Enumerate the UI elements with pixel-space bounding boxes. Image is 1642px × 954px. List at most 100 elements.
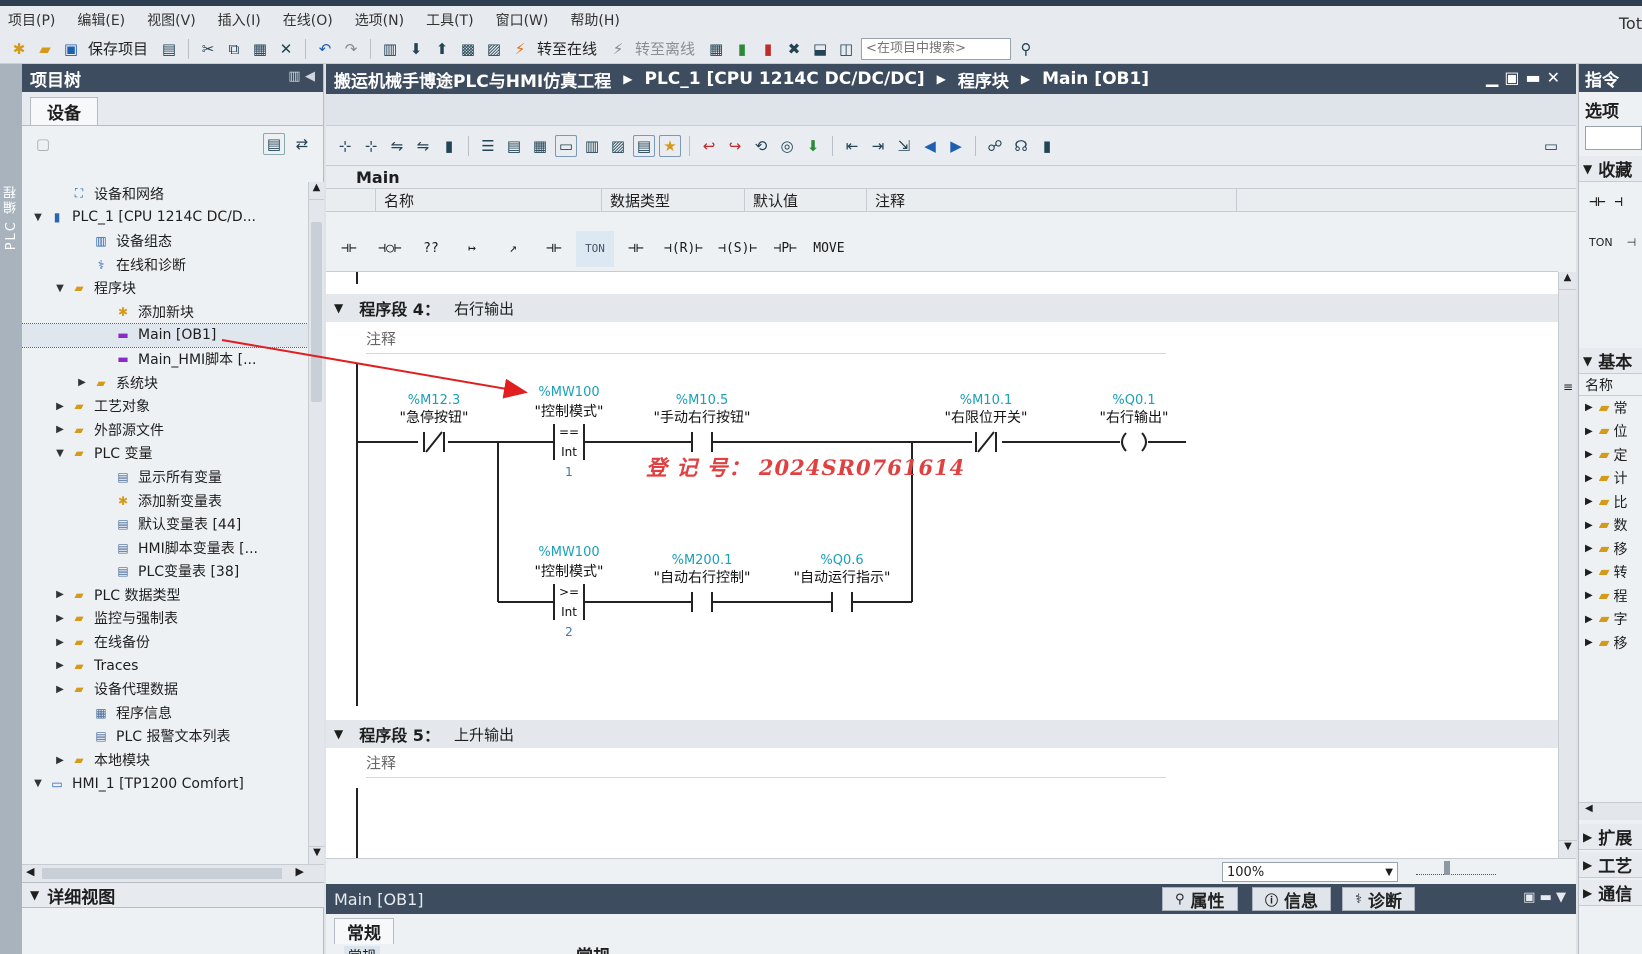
instruction-folder[interactable]: ▶▰位 xyxy=(1579,420,1642,444)
tree-item[interactable]: ▤PLC变量表 [38] xyxy=(22,560,308,584)
favorite-instruction[interactable]: ⊣○⊢ xyxy=(378,241,402,256)
stop-simulation-icon[interactable]: ▨ xyxy=(486,39,502,58)
close-all-networks-icon[interactable]: ▤ xyxy=(506,136,522,155)
instruction-folder[interactable]: ▶▰移 xyxy=(1579,537,1642,561)
split-vertical-icon[interactable]: ◫ xyxy=(838,39,854,58)
tree-item[interactable]: ✱添加新块 xyxy=(22,300,308,324)
basic-section-header[interactable]: ▼ 基本 xyxy=(1579,348,1642,374)
chevron-down-icon[interactable]: ▼ xyxy=(334,727,344,741)
menu-tools[interactable]: 工具(T) xyxy=(426,13,474,29)
scroll-thumb[interactable] xyxy=(311,222,322,402)
open-all-networks-icon[interactable]: ☰ xyxy=(481,136,495,155)
breadcrumb-project[interactable]: 搬运机械手博途PLC与HMI仿真工程 xyxy=(334,71,612,92)
collapsed-arrow-icon[interactable]: ▶ xyxy=(56,754,64,766)
menu-edit[interactable]: 编辑(E) xyxy=(77,13,126,29)
delete-network-icon[interactable]: ⊹ xyxy=(364,136,378,155)
scroll-left-icon[interactable]: ◀ xyxy=(26,865,35,878)
network-4-name[interactable]: 右行输出 xyxy=(453,299,514,318)
tree-item[interactable]: ▤HMI脚本变量表 [... xyxy=(22,536,308,560)
breadcrumb-main-ob1[interactable]: Main [OB1] xyxy=(1042,69,1150,89)
scroll-up-icon[interactable]: ▲ xyxy=(1559,272,1576,290)
window-controls[interactable]: ▁▣▬✕ xyxy=(1486,68,1566,87)
tree-item[interactable]: ▶▰工艺对象 xyxy=(22,394,308,418)
favorite-instruction[interactable]: ⊣⊢ xyxy=(341,241,357,256)
favorite-instruction[interactable]: ⊣⊢ xyxy=(628,241,644,256)
new-project-icon[interactable]: ✱ xyxy=(12,39,26,58)
favorites-toggle-icon[interactable]: ▤ xyxy=(633,134,655,157)
load-snapshot-icon[interactable]: ⬇ xyxy=(806,136,820,155)
network-4-header[interactable]: ▼ 程序段 4： 右行输出 xyxy=(326,294,1558,322)
expanded-arrow-icon[interactable]: ▼ xyxy=(34,211,42,223)
project-search-input[interactable] xyxy=(861,37,1012,60)
tree-item[interactable]: ▶▰系统块 xyxy=(22,371,308,395)
iface-col-default[interactable]: 默认值 xyxy=(745,189,867,211)
save-project-button[interactable]: 保存项目 xyxy=(88,40,149,58)
tree-item[interactable]: ▼▰PLC 变量 xyxy=(22,442,308,466)
favorite-instruction[interactable]: TON xyxy=(576,230,614,267)
previous-bookmark-icon[interactable]: ◀ xyxy=(924,136,936,155)
tab-general[interactable]: 常规 xyxy=(334,918,394,944)
accessible-devices-icon[interactable]: ▦ xyxy=(708,39,724,58)
favorite-ton-instr[interactable]: TON⊣ xyxy=(1579,222,1642,262)
network-5-comment[interactable]: 注释 xyxy=(366,748,1166,778)
open-project-icon[interactable]: ▰ xyxy=(39,39,51,58)
go-online-button[interactable]: 转至在线 xyxy=(537,40,598,58)
tree-item[interactable]: ▤显示所有变量 xyxy=(22,465,308,489)
overview-icon[interactable]: ▤ xyxy=(263,133,285,155)
instruction-folder[interactable]: ▶▰移 xyxy=(1579,631,1642,655)
tree-horizontal-scrollbar[interactable]: ◀ ▶ xyxy=(22,864,324,882)
insert-network-icon[interactable]: ⊹ xyxy=(338,136,352,155)
new-item-icon[interactable]: ▢ xyxy=(35,135,51,153)
network-5-header[interactable]: ▼ 程序段 5： 上升输出 xyxy=(326,720,1558,748)
zoom-select[interactable]: 100% ▼ xyxy=(1222,862,1398,882)
outdent-icon[interactable]: ⇥ xyxy=(871,136,885,155)
breadcrumb-program-blocks[interactable]: 程序块 xyxy=(957,71,1009,92)
redo-icon[interactable]: ↷ xyxy=(344,39,358,58)
save-icon[interactable]: ▣ xyxy=(63,39,79,58)
tree-item[interactable]: ▼▰程序块 xyxy=(22,276,308,300)
upload-icon[interactable]: ⬆ xyxy=(435,39,449,58)
splitter-icon[interactable]: ≡ xyxy=(1562,380,1574,394)
editor-vertical-scrollbar[interactable]: ▲ ≡ ▼ xyxy=(1558,272,1577,858)
favorite-instruction[interactable]: ⊣(R)⊢ xyxy=(664,241,704,256)
instruction-folder[interactable]: ▶▰程 xyxy=(1579,584,1642,608)
cross-reference-icon[interactable]: ✖ xyxy=(787,39,801,58)
tab-devices[interactable]: 设备 xyxy=(30,97,98,125)
iface-col-comment[interactable]: 注释 xyxy=(867,189,1237,211)
tab-properties[interactable]: ⚲ 属性 xyxy=(1162,887,1238,912)
delete-row-icon[interactable]: ⇋ xyxy=(416,136,430,155)
interface-split-icon[interactable]: ▭ xyxy=(1543,136,1559,155)
detail-view-header[interactable]: ▼ 详细视图 xyxy=(22,882,324,908)
search-icon[interactable]: ⚲ xyxy=(1020,39,1032,58)
go-to-error-icon[interactable]: ↩ xyxy=(702,136,716,155)
expanded-arrow-icon[interactable]: ▼ xyxy=(34,778,42,790)
tree-item[interactable]: ▼▭HMI_1 [TP1200 Comfort] xyxy=(22,772,308,796)
tab-diagnostics[interactable]: ⚕ 诊断 xyxy=(1342,887,1416,912)
lock-icon[interactable]: ▮ xyxy=(1042,136,1052,155)
slider-handle[interactable] xyxy=(1444,861,1450,875)
favorite-instruction[interactable]: MOVE xyxy=(813,241,845,256)
favorite-instruction[interactable]: ?? xyxy=(423,241,439,256)
expanded-arrow-icon[interactable]: ▼ xyxy=(56,447,64,459)
tree-item[interactable]: ▤PLC 报警文本列表 xyxy=(22,725,308,749)
plc-programming-tab[interactable]: PLC 编程 xyxy=(4,184,19,251)
scroll-thumb[interactable] xyxy=(42,868,282,879)
tree-item[interactable]: ⚕在线和诊断 xyxy=(22,253,308,277)
instruction-folder[interactable]: ▶▰计 xyxy=(1579,467,1642,491)
ladder-editor-area[interactable]: ▼ 程序段 4： 右行输出 注释 %M12.3"急停按钮"==Int%MW100… xyxy=(326,272,1558,858)
network-5-name[interactable]: 上升输出 xyxy=(453,725,514,744)
tree-item[interactable]: ✱添加新变量表 xyxy=(22,489,308,513)
start-cpu-icon[interactable]: ▮ xyxy=(737,39,747,58)
breadcrumb-plc[interactable]: PLC_1 [CPU 1214C DC/DC/DC] xyxy=(644,69,925,89)
inspector-nav-general[interactable]: 常规 xyxy=(344,946,380,954)
tree-item[interactable]: ⛶设备和网络 xyxy=(22,182,308,206)
tree-item[interactable]: ▶▰设备代理数据 xyxy=(22,677,308,701)
stop-cpu-icon[interactable]: ▮ xyxy=(763,39,773,58)
collapsed-arrow-icon[interactable]: ▶ xyxy=(56,424,64,436)
next-bookmark-icon[interactable]: ▶ xyxy=(950,136,962,155)
absolute-operand-icon[interactable]: ▥ xyxy=(584,136,600,155)
download-icon[interactable]: ⬇ xyxy=(409,39,423,58)
snapshot-icon[interactable]: ◎ xyxy=(780,136,794,155)
go-online-icon[interactable]: ⚡ xyxy=(514,39,526,58)
tab-info[interactable]: ⓘ 信息 xyxy=(1252,887,1332,912)
